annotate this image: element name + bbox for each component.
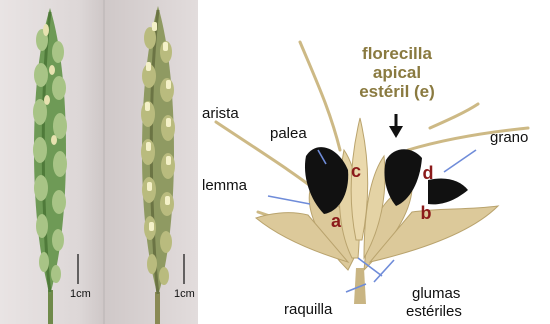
letter-c: c — [346, 162, 366, 180]
wheat-spike-photos: 1cm 1cm — [0, 0, 198, 324]
spikelet-diagram: florecilla apical estéril (e) arista pal… — [198, 0, 550, 324]
label-esteriles: estériles — [406, 304, 462, 319]
title-line-3: estéril (e) — [338, 82, 456, 101]
wheat-spikes-illustration — [0, 0, 198, 324]
letter-a: a — [326, 212, 346, 230]
label-arista: arista — [202, 106, 239, 121]
title-line-1: florecilla — [338, 44, 456, 63]
label-glumas: glumas — [412, 286, 460, 301]
label-lemma: lemma — [202, 178, 247, 193]
letter-d: d — [418, 164, 438, 182]
apical-floret-title: florecilla apical estéril (e) — [338, 44, 456, 101]
title-line-2: apical — [338, 63, 456, 82]
letter-b: b — [416, 204, 436, 222]
apical-floret-arrow — [389, 114, 403, 138]
label-grano: grano — [490, 130, 528, 145]
photo-divider — [103, 0, 105, 324]
scale-label-right: 1cm — [174, 288, 195, 300]
scale-label-left: 1cm — [70, 288, 91, 300]
label-raquilla: raquilla — [284, 302, 332, 317]
green-wheat-spike — [33, 8, 67, 324]
flowering-wheat-spike — [141, 6, 175, 324]
label-palea: palea — [270, 126, 307, 141]
